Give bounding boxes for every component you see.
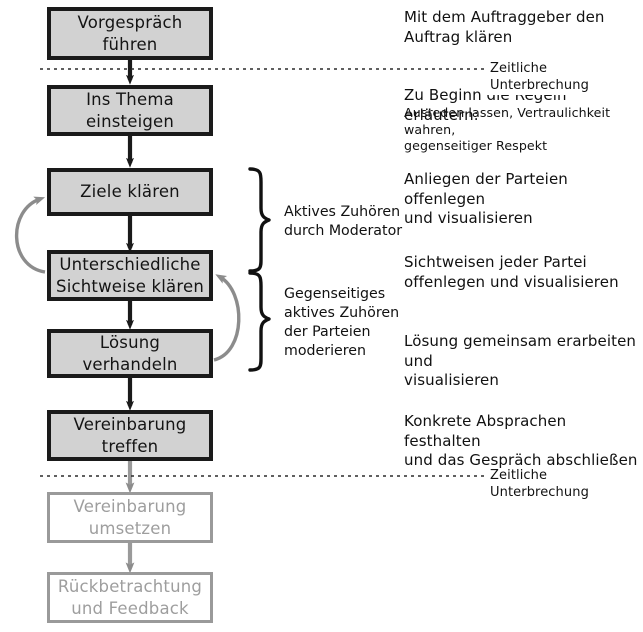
brace-label-gegenseitiges-zuhoeren: Gegenseitiges aktives Zuhören der Partei… <box>284 286 400 359</box>
node-label: Lösung verhandeln <box>82 333 178 374</box>
node-ziele-klaeren[interactable]: Ziele klären <box>47 168 213 216</box>
node-label: Ziele klären <box>80 182 180 202</box>
node-loesung-verhandeln[interactable]: Lösung verhandeln <box>47 329 213 378</box>
feedback-arrow-left <box>14 196 46 274</box>
node-rueckbetrachtung-feedback[interactable]: Rückbetrachtung und Feedback <box>47 572 213 623</box>
node-vereinbarung-umsetzen[interactable]: Vereinbarung umsetzen <box>47 492 213 543</box>
node-label: Vereinbarung umsetzen <box>73 497 187 538</box>
annotation-loesung: Lösung gemeinsam erarbeiten und visualis… <box>404 332 637 389</box>
node-label: Rückbetrachtung und Feedback <box>57 577 203 618</box>
brace-label-aktives-zuhoeren: Aktives Zuhören durch Moderator <box>284 204 403 239</box>
feedback-arrow-right <box>213 274 241 362</box>
annotation-sichtweise: Sichtweisen jeder Partei offenlegen und … <box>404 253 619 291</box>
annotation-vereinbarung: Konkrete Absprachen festhalten und das G… <box>404 412 638 469</box>
node-ins-thema[interactable]: Ins Thema einsteigen <box>47 85 213 136</box>
brace-lower <box>248 271 271 372</box>
node-vereinbarung-treffen[interactable]: Vereinbarung treffen <box>47 410 213 461</box>
node-label: Unterschiedliche Sichtweise klären <box>56 255 204 296</box>
node-sichtweise-klaeren[interactable]: Unterschiedliche Sichtweise klären <box>47 250 213 301</box>
annotation-ins-thema-detail: Ausreden lassen, Vertraulichkeit wahren,… <box>404 105 611 154</box>
annotation-ziele: Anliegen der Parteien offenlegen und vis… <box>404 170 568 227</box>
node-label: Ins Thema einsteigen <box>85 90 175 131</box>
node-label: Vorgespräch führen <box>77 13 183 54</box>
annotation-vorgespraech: Mit dem Auftraggeber den Auftrag klären <box>404 8 605 46</box>
brace-upper <box>248 167 271 273</box>
node-label: Vereinbarung treffen <box>73 415 187 456</box>
time-break-label-1: Zeitliche Unterbrechung <box>487 61 643 95</box>
node-vorgespraech[interactable]: Vorgespräch führen <box>47 7 213 60</box>
time-break-label-2: Zeitliche Unterbrechung <box>487 468 643 502</box>
